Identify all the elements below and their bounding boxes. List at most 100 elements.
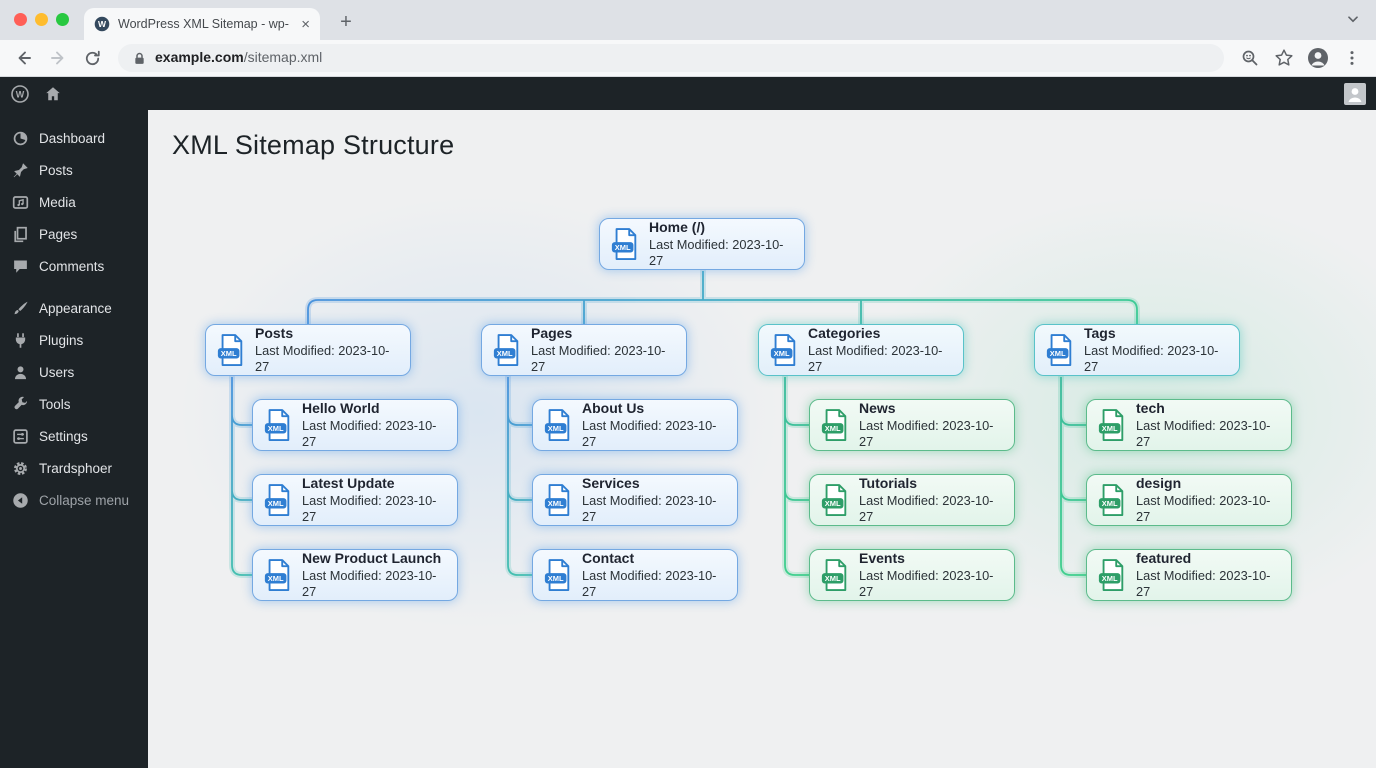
svg-text:XML: XML (548, 424, 564, 433)
xml-file-icon: XML (492, 333, 522, 368)
svg-text:XML: XML (825, 424, 841, 433)
node-title: Tags (1084, 325, 1116, 342)
node-last-modified: Last Modified: 2023-10-27 (1136, 417, 1271, 449)
tab-close-icon[interactable]: × (301, 15, 310, 33)
sidebar-label: Comments (39, 258, 105, 274)
browser-toolbar: example.com/sitemap.xml (0, 40, 1376, 77)
xml-file-icon: XML (610, 227, 640, 262)
sidebar-label: Dashboard (39, 130, 106, 146)
new-tab-button[interactable]: + (340, 10, 352, 33)
profile-avatar-icon[interactable] (1304, 44, 1332, 72)
xml-file-icon: XML (820, 558, 850, 593)
wp-admin-sidebar: Dashboard Posts Media Pages Comments App… (0, 110, 148, 768)
svg-text:XML: XML (774, 349, 790, 358)
reload-icon[interactable] (78, 44, 106, 72)
chevron-down-icon[interactable] (1344, 10, 1362, 28)
address-bar[interactable]: example.com/sitemap.xml (118, 44, 1224, 72)
sidebar-item-posts[interactable]: Posts (0, 154, 148, 186)
admin-avatar[interactable] (1344, 82, 1366, 105)
maximize-window-button[interactable] (56, 13, 69, 26)
back-icon[interactable] (10, 44, 38, 72)
svg-text:XML: XML (615, 243, 631, 252)
node-last-modified: Last Modified: 2023-10-27 (649, 236, 784, 268)
node-title: Latest Update (302, 475, 395, 492)
sidebar-label: Tools (39, 396, 71, 412)
sidebar-item-dashboard[interactable]: Dashboard (0, 122, 148, 154)
pushpin-icon (13, 162, 28, 177)
node-last-modified: Last Modified: 2023-10-27 (1136, 492, 1271, 524)
sidebar-label: Plugins (39, 332, 84, 348)
home-icon[interactable] (44, 85, 62, 103)
sidebar-label: Collapse menu (39, 492, 130, 508)
sidebar-label: Pages (39, 226, 78, 242)
bookmark-star-icon[interactable] (1270, 44, 1298, 72)
node-title: Events (859, 550, 905, 567)
sidebar-item-appearance[interactable]: Appearance (0, 292, 148, 324)
sidebar-item-settings[interactable]: Settings (0, 420, 148, 452)
node-last-modified: Last Modified: 2023-10-27 (302, 417, 437, 449)
sidebar-item-plugins[interactable]: Plugins (0, 324, 148, 356)
svg-text:W: W (98, 19, 107, 29)
sidebar-item-pages[interactable]: Pages (0, 218, 148, 250)
close-window-button[interactable] (14, 13, 27, 26)
window-controls[interactable] (14, 13, 69, 26)
sidebar-item-trardsphoer[interactable]: Trardsphoer (0, 452, 148, 484)
node-last-modified: Last Modified: 2023-10-27 (1084, 342, 1219, 374)
node-last-modified: Last Modified: 2023-10-27 (582, 567, 717, 599)
sidebar-label: Appearance (39, 300, 112, 316)
search-lens-icon[interactable] (1236, 44, 1264, 72)
page-title: XML Sitemap Structure (172, 130, 455, 160)
xml-file-icon: XML (263, 483, 293, 518)
forward-icon[interactable] (44, 44, 72, 72)
svg-text:XML: XML (221, 349, 237, 358)
xml-file-icon: XML (1097, 558, 1127, 593)
node-last-modified: Last Modified: 2023-10-27 (582, 417, 717, 449)
browser-menu-icon[interactable] (1338, 44, 1366, 72)
sidebar-item-tools[interactable]: Tools (0, 388, 148, 420)
node-last-modified: Last Modified: 2023-10-27 (302, 492, 437, 524)
sidebar-item-users[interactable]: Users (0, 356, 148, 388)
sliders-icon (13, 428, 28, 444)
sidebar-collapse-menu[interactable]: Collapse menu (0, 484, 148, 516)
minimize-window-button[interactable] (35, 13, 48, 26)
browser-tab[interactable]: W WordPress XML Sitemap - wp- × (84, 8, 320, 40)
wordpress-logo-icon[interactable]: W (10, 84, 30, 104)
sidebar-item-media[interactable]: Media (0, 186, 148, 218)
wp-admin-bar: W (0, 77, 1376, 110)
node-title: featured (1136, 550, 1192, 567)
xml-file-icon: XML (1097, 483, 1127, 518)
node-last-modified: Last Modified: 2023-10-27 (531, 342, 666, 374)
svg-text:XML: XML (825, 499, 841, 508)
xml-file-icon: XML (543, 558, 573, 593)
lock-icon (135, 52, 144, 64)
node-title: Pages (531, 325, 573, 342)
sidebar-item-comments[interactable]: Comments (0, 250, 148, 282)
node-title: Tutorials (859, 475, 918, 492)
sidebar-label: Trardsphoer (39, 460, 113, 476)
sidebar-label: Posts (39, 162, 73, 178)
